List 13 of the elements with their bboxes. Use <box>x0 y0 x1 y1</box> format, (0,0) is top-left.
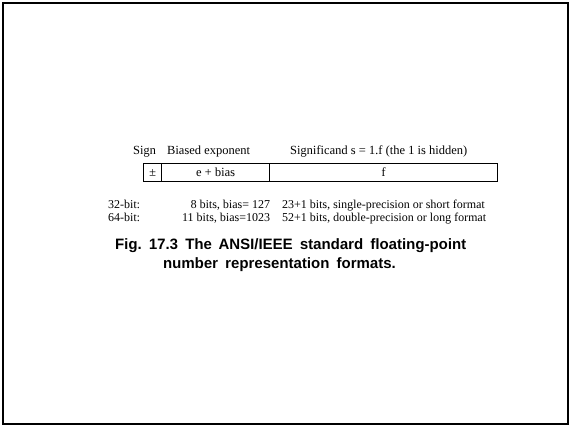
field-heading: Biased exponent <box>167 143 250 158</box>
format-spec: 8 bits, bias= 127 <box>190 198 270 211</box>
format-spec: 64-bit: <box>107 211 140 224</box>
bit-field: e + bias <box>161 163 270 182</box>
bit-field: ± <box>143 163 162 182</box>
format-spec: 52+1 bits, double-precision or long format <box>282 211 486 224</box>
field-heading: Sign <box>133 143 156 158</box>
format-spec: 32-bit: <box>107 198 140 211</box>
field-heading: Significand s = 1.f (the 1 is hidden) <box>290 143 468 158</box>
format-spec: 23+1 bits, single-precision or short format <box>282 198 486 211</box>
format-spec: 11 bits, bias=1023 <box>181 211 270 224</box>
figure-caption: Fig. 17.3 The ANSI/IEEE standard floating-point number representation formats. <box>115 235 468 273</box>
bit-field: f <box>269 163 498 182</box>
